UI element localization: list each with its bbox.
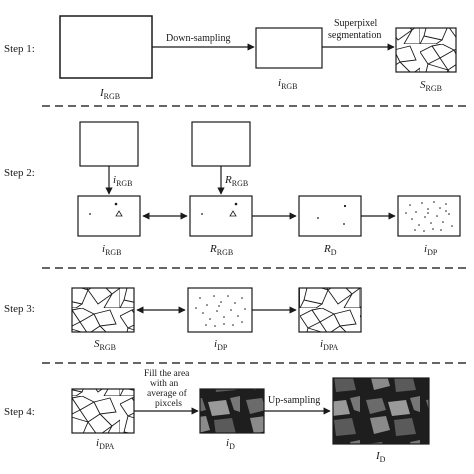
step-4-label: Step 4:: [4, 406, 35, 418]
caption-row2-4: iDP: [424, 243, 438, 257]
downsampling-label: Down-sampling: [166, 33, 230, 44]
input-image-large: [59, 15, 153, 79]
segmentation-label-2: segmentation: [328, 30, 381, 41]
caption-row2-1: iRGB: [102, 243, 122, 257]
caption-I-rgb: IRGB: [99, 87, 120, 101]
arrow-label-i-rgb: iRGB: [113, 174, 133, 188]
final-image-ID: [332, 377, 430, 445]
step-1-label: Step 1:: [4, 43, 35, 55]
segmentation-label-1: Superpixel: [334, 18, 378, 29]
arrow-label-R-rgb: RRGB: [224, 174, 248, 188]
caption-row2-3: RD: [323, 243, 337, 257]
step3-dpa-image: [298, 287, 362, 333]
top-image-R-rgb: [191, 121, 251, 167]
upsampling-label: Up-sampling: [268, 395, 320, 406]
image-i-rgb: [77, 195, 141, 237]
step3-dp-points: [195, 295, 246, 327]
caption-row3-3: iDPA: [320, 338, 339, 352]
fill-label-2: with an: [150, 379, 178, 389]
step-3-label: Step 3:: [4, 303, 35, 315]
caption-row4-2: iD: [226, 437, 235, 451]
fill-label-1: Fill the area: [144, 369, 190, 379]
caption-row4-3: ID: [375, 450, 386, 464]
image-R-d: [298, 195, 362, 237]
caption-row3-2: iDP: [214, 338, 228, 352]
downsampled-image: [255, 27, 323, 69]
step3-dp-image: [187, 287, 253, 333]
caption-row2-2: RRGB: [209, 243, 233, 257]
caption-row4-1: iDPA: [96, 437, 115, 451]
step4-id-small-image: [199, 388, 265, 434]
top-image-i-rgb: [79, 121, 139, 167]
step4-dpa-image: [71, 388, 135, 434]
image-i-dp: [397, 195, 461, 237]
caption-i-rgb: iRGB: [278, 77, 298, 91]
image-R-rgb: [189, 195, 253, 237]
step-2-label: Step 2:: [4, 167, 35, 179]
caption-S-rgb: SRGB: [420, 79, 442, 93]
fill-label-4: pixcels: [155, 399, 182, 409]
superpixel-image: [395, 27, 457, 73]
fill-label-3: average of: [147, 388, 188, 399]
caption-row3-1: SRGB: [94, 338, 116, 352]
dp-points: [405, 201, 453, 232]
step3-superpixel-image: [71, 287, 135, 333]
